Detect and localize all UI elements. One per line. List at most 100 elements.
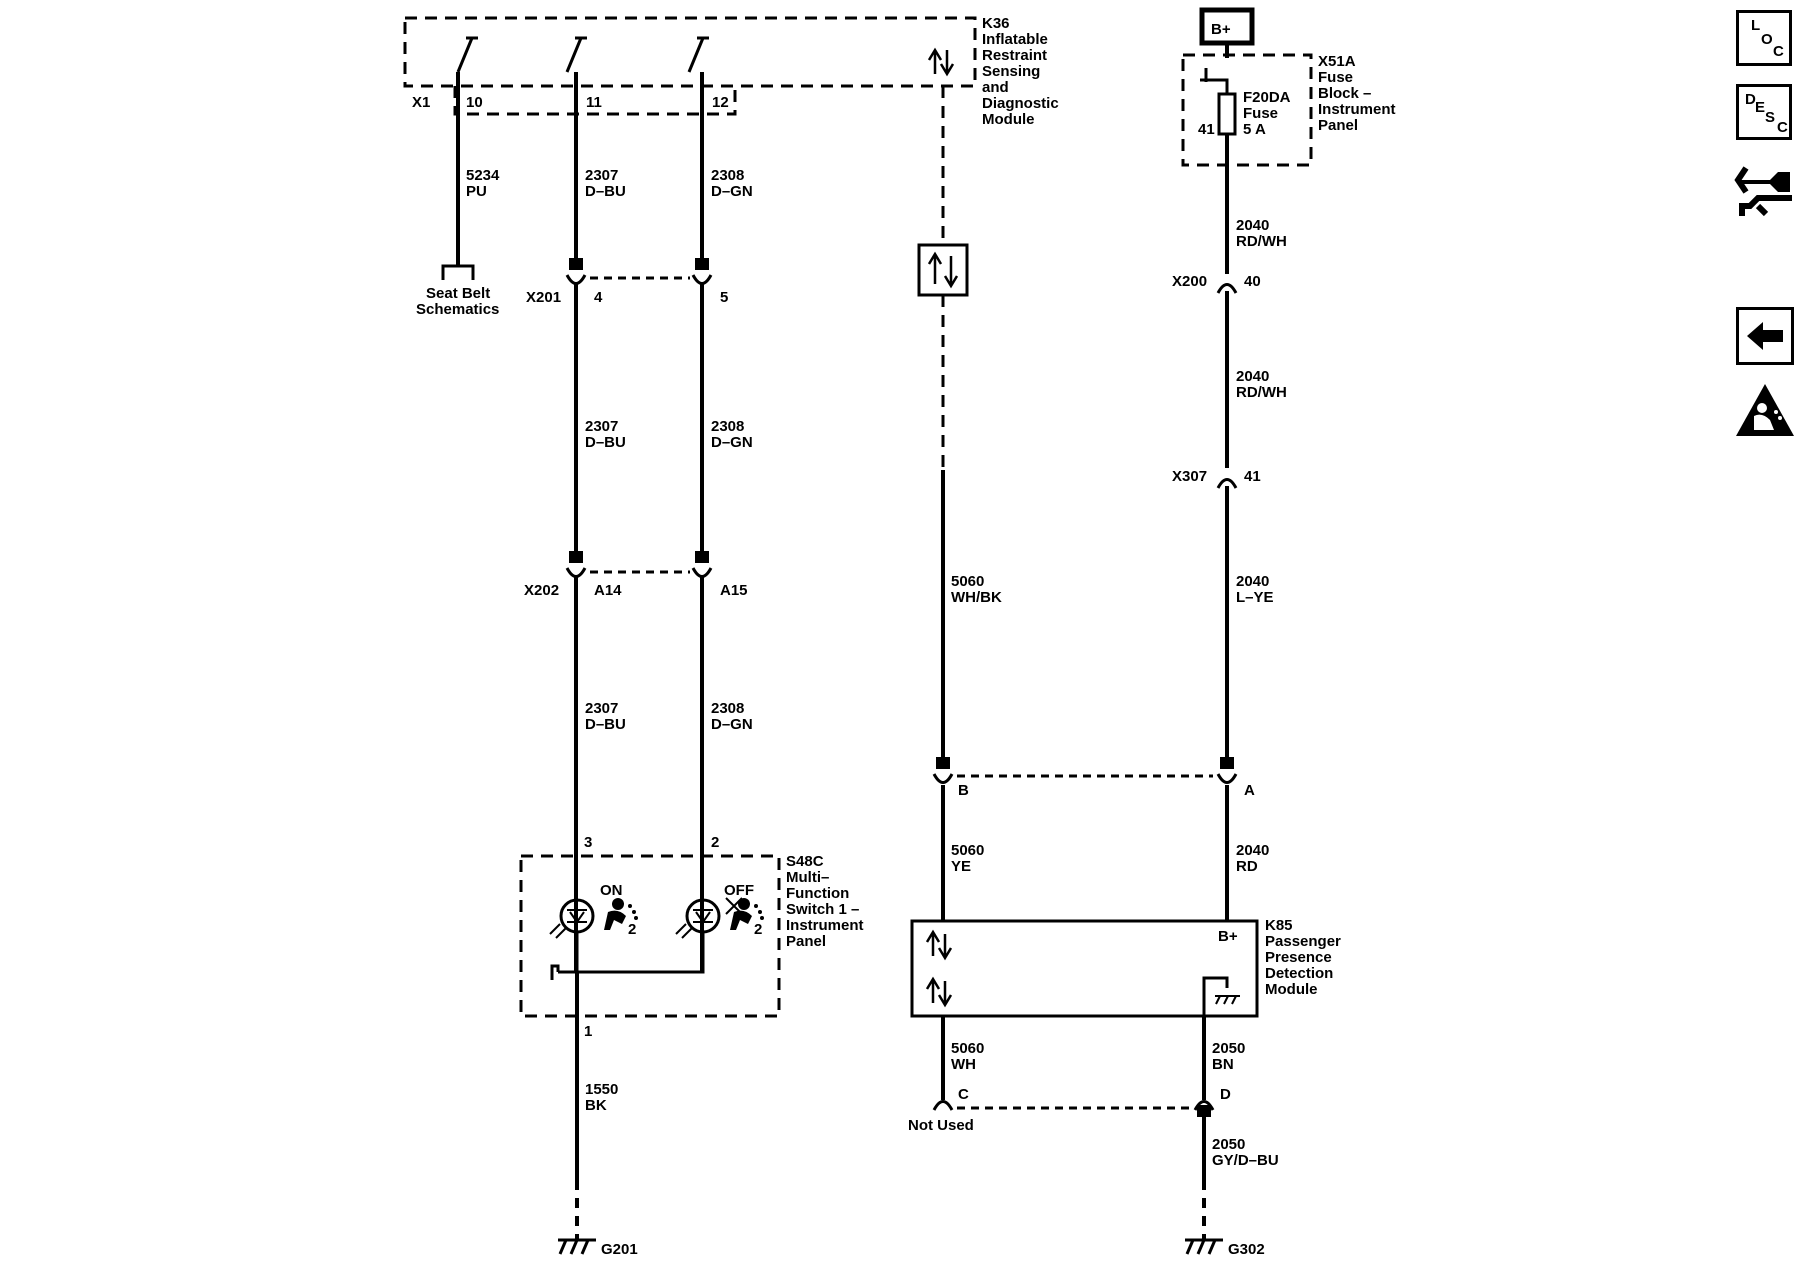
x201-label: X201 (526, 289, 561, 306)
x51a-fuse-block-box (1181, 53, 1313, 167)
k85-pin-c (932, 1100, 954, 1111)
w5234-color: PU (466, 183, 487, 200)
w2050-b-color: GY/D–BU (1212, 1152, 1279, 1169)
s48c-internal-wiring (550, 932, 705, 980)
s48c-pin-2: 2 (711, 834, 719, 851)
s48c-pin-3: 3 (584, 834, 592, 851)
s48c-off-led-arrows (675, 923, 693, 939)
k85-module-box (910, 919, 1259, 1018)
w2040-c-num: 2040 (1236, 573, 1269, 590)
x51a-desc-4: Panel (1318, 117, 1358, 134)
k85-pin-b-label: B (958, 782, 969, 799)
x51a-desc-3: Instrument (1318, 101, 1396, 118)
x202-pin-a14-male (569, 551, 583, 563)
w1550-num: 1550 (585, 1081, 618, 1098)
x1-pin-10: 10 (466, 94, 483, 111)
x1-label: X1 (412, 94, 430, 111)
x201-pin-4-male (569, 258, 583, 270)
w2040-b-num: 2040 (1236, 368, 1269, 385)
s48c-desc-2: Function (786, 885, 849, 902)
k85-internal-ground (1202, 976, 1229, 1016)
w2308-c-color: D–GN (711, 716, 753, 733)
k36-desc-4: and (982, 79, 1009, 96)
back-arrow-icon (1747, 322, 1783, 350)
s48c-ref: S48C (786, 853, 824, 870)
w2050-a-color: BN (1212, 1056, 1234, 1073)
x202-pin-a15 (691, 567, 713, 578)
desc-letter-d: D (1745, 91, 1756, 108)
k36-serial-arrows-icon (927, 47, 955, 77)
w2040-d-num: 2040 (1236, 842, 1269, 859)
x201-pin-5-label: 5 (720, 289, 728, 306)
w2308-b-num: 2308 (711, 418, 744, 435)
w2308-a-color: D–GN (711, 183, 753, 200)
airbag-warning-button[interactable] (1734, 380, 1796, 442)
k36-switch-11 (565, 36, 587, 73)
fuse-pin: 41 (1198, 121, 1215, 138)
k85-serial-arrows-icon-2 (925, 976, 953, 1008)
w2040-c-color: L–YE (1236, 589, 1274, 606)
loc-letter-o: O (1761, 31, 1773, 48)
k85-desc-3: Detection (1265, 965, 1333, 982)
k85-pin-c-label: C (958, 1086, 969, 1103)
description-button[interactable]: D E S C (1736, 84, 1792, 140)
k85-pin-a (1216, 773, 1238, 784)
w2050-b-num: 2050 (1212, 1136, 1245, 1153)
x202-pin-a14 (565, 567, 587, 578)
s48c-switch-box (519, 854, 781, 1018)
passenger-airbag-off-icon (725, 897, 764, 930)
w5060-c-num: 5060 (951, 1040, 984, 1057)
k36-ref: K36 (982, 15, 1010, 32)
x200-label: X200 (1172, 273, 1207, 290)
x201-pin-4 (565, 274, 587, 285)
w5060-b-color: YE (951, 858, 971, 875)
w2307-b-color: D–BU (585, 434, 626, 451)
k85-pin-b-male (936, 757, 950, 769)
k85-pin-b (932, 773, 954, 784)
w2050-a-num: 2050 (1212, 1040, 1245, 1057)
location-button[interactable]: L O C (1736, 10, 1792, 66)
k85-internal-ground-hatch (1215, 995, 1240, 1005)
s48c-off-led-symbol (693, 909, 713, 924)
w2307-a-num: 2307 (585, 167, 618, 184)
w5234-num: 5234 (466, 167, 500, 184)
w5060-b-num: 5060 (951, 842, 984, 859)
s48c-on-sub: 2 (628, 921, 636, 938)
back-button[interactable] (1736, 307, 1794, 365)
not-used-label: Not Used (908, 1117, 974, 1134)
s48c-on-led-symbol (567, 909, 587, 924)
f20da-fuse-symbol (1217, 92, 1237, 136)
s48c-off-label: OFF (724, 882, 754, 899)
plug-arrows-icon (1734, 166, 1792, 217)
x307-label: X307 (1172, 468, 1207, 485)
seat-belt-2: Schematics (416, 301, 499, 318)
s48c-desc-4: Instrument (786, 917, 864, 934)
w2307-c-color: D–BU (585, 716, 626, 733)
w1550-color: BK (585, 1097, 607, 1114)
x307-pin: 41 (1244, 468, 1261, 485)
airbag-warning-icon (1736, 384, 1794, 436)
w2308-b-color: D–GN (711, 434, 753, 451)
x200-pin-40 (1216, 283, 1238, 294)
w2040-a-color: RD/WH (1236, 233, 1287, 250)
w2307-b-num: 2307 (585, 418, 618, 435)
w2307-c-num: 2307 (585, 700, 618, 717)
k85-desc-1: Passenger (1265, 933, 1341, 950)
s48c-desc-5: Panel (786, 933, 826, 950)
k36-switch-10 (456, 36, 478, 73)
x201-pin-5-male (695, 258, 709, 270)
connector-end-view-button[interactable] (1734, 158, 1796, 220)
w2040-a-num: 2040 (1236, 217, 1269, 234)
k85-serial-arrows-icon-1 (925, 929, 953, 961)
g201-ground-symbol (558, 1238, 596, 1255)
k36-desc-6: Module (982, 111, 1035, 128)
seat-belt-ref-bracket (441, 264, 475, 280)
k85-pin-a-label: A (1244, 782, 1255, 799)
fuse-ref: F20DA (1243, 89, 1291, 106)
fuse-line2: Fuse (1243, 105, 1278, 122)
s48c-on-label: ON (600, 882, 623, 899)
w5060-a-color: WH/BK (951, 589, 1002, 606)
k85-pin-d-male (1197, 1105, 1211, 1117)
bplus-label: B+ (1211, 21, 1231, 38)
g302-label: G302 (1228, 1241, 1265, 1258)
